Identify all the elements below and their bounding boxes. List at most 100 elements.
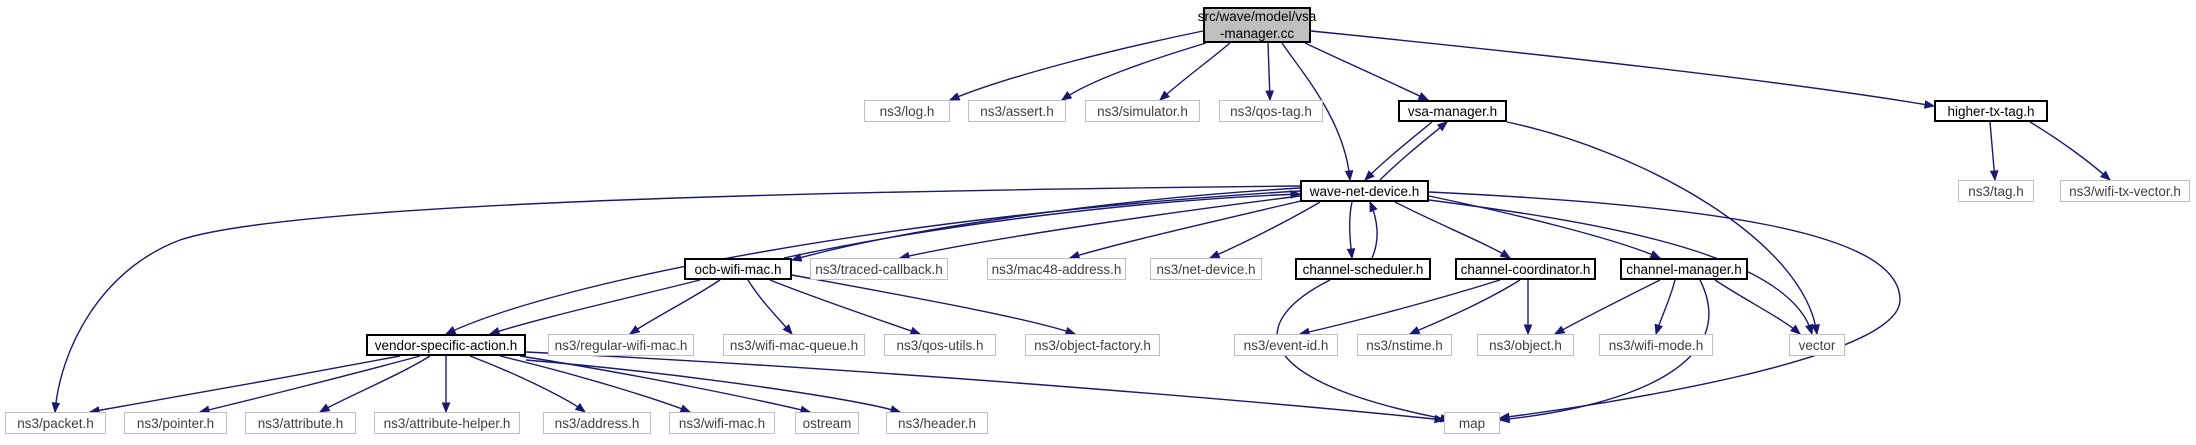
edge-wavenet-netdev xyxy=(1209,201,1321,259)
node-channel-manager[interactable]: channel-manager.h xyxy=(1620,258,1748,280)
node-mac48-address-label: ns3/mac48-address.h xyxy=(991,261,1122,277)
node-address: ns3/address.h xyxy=(543,412,651,434)
node-attribute-helper: ns3/attribute-helper.h xyxy=(374,412,520,434)
edge-root-simulator xyxy=(1159,42,1231,101)
edge-vendor-attribute xyxy=(319,355,431,413)
edge-chmgr-wifimode-arrowhead xyxy=(1654,323,1663,336)
node-map-label: map xyxy=(1458,415,1486,431)
node-header-label: ns3/header.h xyxy=(897,415,977,431)
edge-root-qostag-arrowhead xyxy=(1265,90,1275,102)
edge-wavenet-chsched-arrowhead xyxy=(1346,248,1356,260)
edge-root-qostag xyxy=(1267,42,1271,101)
edge-vsamgr-vector xyxy=(1506,121,1818,335)
edge-vendor-address-arrowhead xyxy=(574,402,587,413)
edge-root-assert xyxy=(1061,42,1207,101)
edge-wavenet-netdev-arrowhead xyxy=(1208,250,1221,259)
node-attribute-helper-label: ns3/attribute-helper.h xyxy=(383,415,511,431)
edge-wavenet-vector xyxy=(1428,199,1813,335)
edge-root-log-arrowhead xyxy=(948,92,961,101)
node-wifi-mac-queue: ns3/wifi-mac-queue.h xyxy=(723,334,865,356)
node-ocb-wifi-mac-label: ocb-wifi-mac.h xyxy=(694,261,782,277)
edge-wavenet-chmgr xyxy=(1428,195,1661,259)
node-object-label: ns3/object.h xyxy=(1489,337,1562,353)
node-assert-label: ns3/assert.h xyxy=(980,103,1054,119)
edge-wavenet-packet xyxy=(54,185,1301,413)
edge-ocb-vendor xyxy=(489,279,701,335)
node-header: ns3/header.h xyxy=(886,412,988,434)
edge-vsamgr-vector-arrowhead xyxy=(1811,323,1820,336)
edge-chmgr-map xyxy=(1499,279,1710,421)
edge-vendor-map xyxy=(525,351,1445,421)
edge-vendor-attrhelper-arrowhead xyxy=(441,402,451,414)
node-channel-coordinator[interactable]: channel-coordinator.h xyxy=(1455,258,1596,280)
node-wave-net-device[interactable]: wave-net-device.h xyxy=(1300,180,1429,202)
edge-root-hightx-arrowhead xyxy=(1923,100,1936,109)
edge-ocb-regular xyxy=(629,279,721,335)
node-vsa-manager-label: vsa-manager.h xyxy=(1407,103,1498,119)
node-vendor-specific-action[interactable]: vendor-specific-action.h xyxy=(366,334,526,356)
edge-wavenet-vsamgr-arrowhead xyxy=(1436,121,1449,132)
dependency-edges xyxy=(51,30,2112,424)
node-regular-wifi-mac-label: ns3/regular-wifi-mac.h xyxy=(554,337,688,353)
node-vsa-manager[interactable]: vsa-manager.h xyxy=(1398,100,1507,122)
node-wifi-mac-label: ns3/wifi-mac.h xyxy=(678,415,766,431)
node-ostream-label: ostream xyxy=(802,415,852,431)
edge-chmgr-object xyxy=(1554,279,1661,335)
node-ostream: ostream xyxy=(795,412,859,434)
node-traced-callback-label: ns3/traced-callback.h xyxy=(815,261,943,277)
edge-chmgr-vector-arrowhead xyxy=(1789,324,1802,335)
node-object-factory-label: ns3/object-factory.h xyxy=(1034,337,1151,353)
node-pointer-label: ns3/pointer.h xyxy=(136,415,215,431)
edge-wavenet-vendor-arrowhead xyxy=(444,326,457,335)
node-qos-tag-label: ns3/qos-tag.h xyxy=(1230,103,1312,119)
node-vendor-specific-action-label: vendor-specific-action.h xyxy=(374,337,518,353)
node-root-file: src/wave/model/vsa -manager.cc xyxy=(1198,7,1316,43)
edge-chcoord-nstime xyxy=(1409,279,1521,335)
node-wifi-mode-label: ns3/wifi-mode.h xyxy=(1608,337,1704,353)
edge-ocb-qosutils xyxy=(769,279,921,335)
edge-wavenet-mac48 xyxy=(1069,199,1306,259)
node-tag-label: ns3/tag.h xyxy=(1968,183,2024,199)
node-vector-label: vector xyxy=(1798,337,1836,353)
node-attribute-label: ns3/attribute.h xyxy=(257,415,344,431)
edge-root-assert-arrowhead xyxy=(1060,91,1073,101)
edge-wavenet-packet-arrowhead xyxy=(51,402,61,414)
node-higher-tx-tag-label: higher-tx-tag.h xyxy=(1947,103,2035,119)
edge-ocb-objfactory xyxy=(791,274,1076,335)
node-channel-scheduler[interactable]: channel-scheduler.h xyxy=(1295,258,1431,280)
edge-vsamgr-wavenet-arrowhead xyxy=(1364,170,1375,181)
edge-vendor-wifimac xyxy=(499,355,691,413)
edge-hightx-tag-arrowhead xyxy=(1989,170,1999,182)
node-map: map xyxy=(1444,412,1500,434)
node-traced-callback: ns3/traced-callback.h xyxy=(810,258,948,280)
edge-wavenet-vector-arrowhead xyxy=(1805,323,1814,336)
edge-root-simulator-arrowhead xyxy=(1158,90,1170,101)
node-higher-tx-tag[interactable]: higher-tx-tag.h xyxy=(1934,100,2048,122)
node-wifi-mac-queue-label: ns3/wifi-mac-queue.h xyxy=(729,337,859,353)
node-log-label: ns3/log.h xyxy=(879,103,935,119)
edge-hightx-wifitxvec-arrowhead xyxy=(2100,170,2112,181)
edge-chcoord-eventid xyxy=(1299,279,1501,335)
node-ocb-wifi-mac[interactable]: ocb-wifi-mac.h xyxy=(684,258,792,280)
node-mac48-address: ns3/mac48-address.h xyxy=(987,258,1126,280)
edge-vendor-packet xyxy=(89,355,401,413)
edge-chcoord-nstime-arrowhead xyxy=(1408,326,1421,335)
node-tag: ns3/tag.h xyxy=(1958,180,2034,202)
edge-wavenet-ocb xyxy=(791,187,1301,261)
edge-root-vsamgr xyxy=(1304,42,1429,101)
edge-vsamgr-wavenet xyxy=(1364,121,1433,181)
node-simulator-label: ns3/simulator.h xyxy=(1097,103,1188,119)
node-qos-tag: ns3/qos-tag.h xyxy=(1219,100,1323,122)
node-packet-label: ns3/packet.h xyxy=(17,415,94,431)
node-address-label: ns3/address.h xyxy=(554,415,640,431)
edge-wavenet-vsamgr xyxy=(1379,121,1448,181)
node-wifi-tx-vector-label: ns3/wifi-tx-vector.h xyxy=(2069,183,2181,199)
edge-vendor-attribute-arrowhead xyxy=(318,403,331,413)
node-wifi-mode: ns3/wifi-mode.h xyxy=(1599,334,1713,356)
edge-root-wavenet xyxy=(1281,42,1351,181)
edge-root-hightx xyxy=(1310,30,1935,107)
edge-root-vsamgr-arrowhead xyxy=(1417,91,1430,101)
edge-root-log xyxy=(949,30,1204,101)
edge-ocb-queue xyxy=(747,279,793,335)
edge-wavenet-chcoord-arrowhead xyxy=(1499,249,1512,259)
